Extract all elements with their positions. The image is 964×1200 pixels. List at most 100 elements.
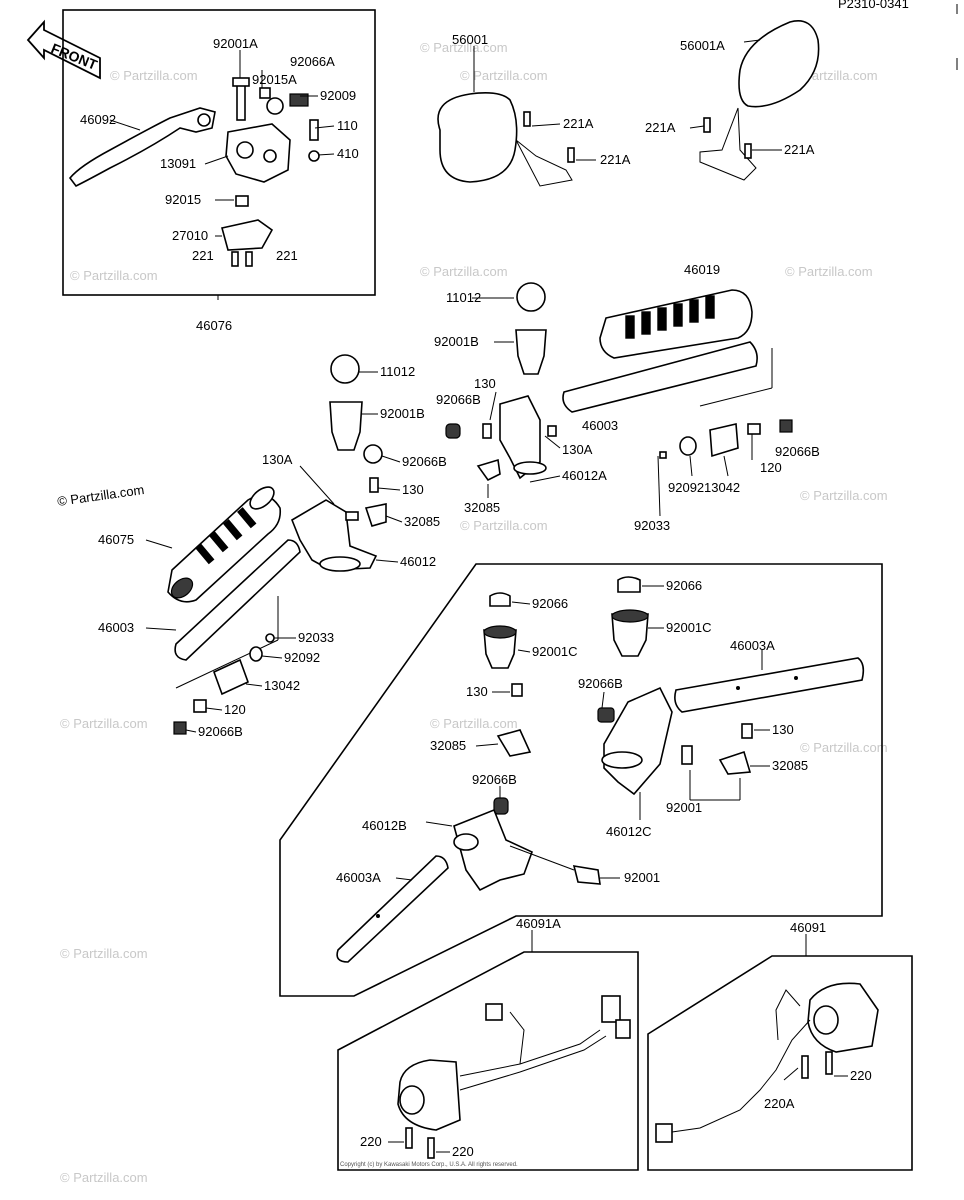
part-label: 46003A: [336, 870, 381, 885]
part-label: 27010: [172, 228, 208, 243]
part-label: 92066B: [578, 676, 623, 691]
part-label: 92092: [668, 480, 704, 495]
part-label: 46003: [98, 620, 134, 635]
part-label: 46003A: [730, 638, 775, 653]
part-label: 13042: [264, 678, 300, 693]
part-label: 46092: [80, 112, 116, 127]
part-label: 92066A: [290, 54, 335, 69]
part-label: 130: [402, 482, 424, 497]
part-label: 221: [276, 248, 298, 263]
alt-handlebar-left-icon: [336, 855, 449, 963]
watermark: © Partzilla.com: [56, 482, 145, 509]
right-switch-frame: [647, 955, 913, 1171]
watermark: © Partzilla.com: [60, 1170, 148, 1185]
left-handlebar-icon: [174, 539, 301, 689]
part-label: 92001A: [213, 36, 258, 51]
front-arrow-icon: FRONT: [26, 19, 101, 80]
part-label: 46012A: [562, 468, 607, 483]
part-label: 130: [466, 684, 488, 699]
right-handlebar-icon: [562, 341, 773, 413]
part-label: 46076: [196, 318, 232, 333]
watermark: © Partzilla.com: [60, 946, 148, 961]
lever-assembly-frame: [62, 9, 376, 296]
leader-lines: [109, 50, 335, 300]
part-label: 46091A: [516, 916, 561, 931]
part-label: 56001A: [680, 38, 725, 53]
part-label: 13042: [704, 480, 740, 495]
part-label: 92001C: [666, 620, 712, 635]
part-label: 46012B: [362, 818, 407, 833]
left-small-parts-icon: [173, 633, 275, 735]
part-label: 11012: [380, 364, 415, 379]
part-label: 92066: [532, 596, 568, 611]
watermark: © Partzilla.com: [110, 68, 198, 83]
watermark-layer: © Partzilla.com © Partzilla.com © Partzi…: [60, 40, 888, 1185]
part-label: 11012: [446, 290, 481, 305]
part-label: 221A: [784, 142, 815, 157]
alt-handlebar-right-icon: [674, 657, 865, 713]
part-label: 46012: [400, 554, 436, 569]
part-label: 220: [360, 1134, 382, 1149]
alt-handlebar-frame: [279, 563, 883, 997]
part-label: 221A: [645, 120, 676, 135]
left-mirror-icon: [437, 92, 575, 187]
part-label: 46019: [684, 262, 720, 277]
watermark: © Partzilla.com: [460, 518, 548, 533]
part-label: 410: [337, 146, 359, 161]
watermark: © Partzilla.com: [420, 40, 508, 55]
watermark: © Partzilla.com: [70, 268, 158, 283]
part-label: 120: [760, 460, 782, 475]
part-label: 220A: [764, 1096, 795, 1111]
footer-note: Copyright (c) by Kawasaki Motors Corp., …: [340, 1162, 518, 1168]
part-label: 221A: [600, 152, 631, 167]
part-label: 46075: [98, 532, 134, 547]
part-label: 46003: [582, 418, 618, 433]
part-label: 46012C: [606, 824, 652, 839]
part-label: 92066B: [198, 724, 243, 739]
part-label: 92001: [624, 870, 660, 885]
part-label: 46091: [790, 920, 826, 935]
part-label: 220: [850, 1068, 872, 1083]
part-label: 92001: [666, 800, 702, 815]
left-holder-icon: [291, 354, 387, 572]
watermark: © Partzilla.com: [60, 716, 148, 731]
right-holder-icon: [445, 282, 557, 482]
part-label: 32085: [772, 758, 808, 773]
alt-holder-right-icon: [601, 686, 753, 796]
watermark: © Partzilla.com: [420, 264, 508, 279]
part-label: 32085: [404, 514, 440, 529]
right-switch-housing-icon: [655, 982, 879, 1143]
part-label: 221A: [563, 116, 594, 131]
part-label: 130A: [262, 452, 293, 467]
part-label: 13091: [160, 156, 196, 171]
part-label: 92066B: [436, 392, 481, 407]
left-switch-housing-icon: [397, 995, 631, 1159]
part-label: 92066: [666, 578, 702, 593]
watermark: © Partzilla.com: [785, 264, 873, 279]
part-label: 220: [452, 1144, 474, 1159]
part-label: 92015: [165, 192, 201, 207]
left-switch-frame: [337, 951, 639, 1171]
right-grip-icon: [599, 289, 753, 359]
part-label: 92033: [298, 630, 334, 645]
part-label: 92066B: [472, 772, 517, 787]
part-label: 92009: [320, 88, 356, 103]
part-label: 92001B: [380, 406, 425, 421]
part-label: 56001: [452, 32, 488, 47]
clutch-lever-icon: [68, 107, 216, 188]
left-grip-icon: [167, 486, 282, 603]
part-label: 130A: [562, 442, 593, 457]
lever-holder-icon: [225, 123, 291, 183]
part-label: 92066B: [775, 444, 820, 459]
part-label: 130: [474, 376, 496, 391]
part-label: 32085: [464, 500, 500, 515]
part-label: 221: [192, 248, 214, 263]
part-label: 92092: [284, 650, 320, 665]
alt-parts-upper-icon: [483, 576, 649, 757]
part-label: 130: [772, 722, 794, 737]
part-label: 92015A: [252, 72, 297, 87]
small-parts-icon: [221, 77, 320, 267]
right-mirror-icon: [699, 20, 820, 181]
part-label: 92001C: [532, 644, 578, 659]
